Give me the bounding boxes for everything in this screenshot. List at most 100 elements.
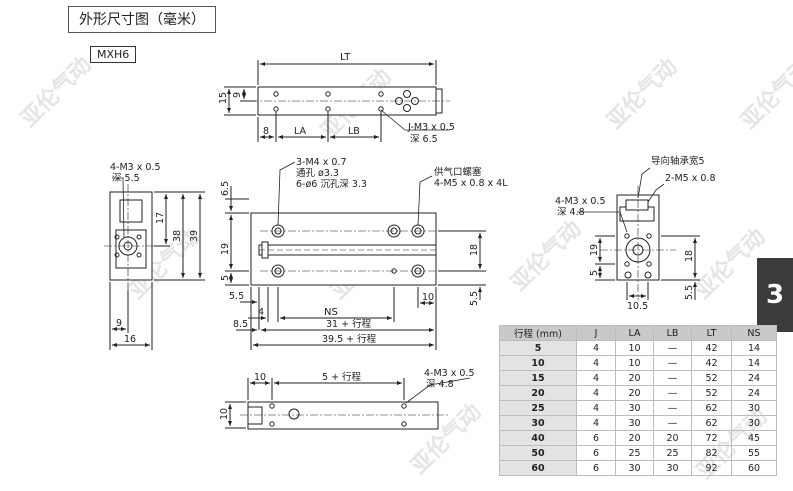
side-view (104, 177, 205, 350)
col-header: LB (653, 325, 692, 341)
dim-6-5: 6.5 (220, 181, 231, 196)
table-cell: 30 (731, 415, 777, 431)
table-cell: 25 (615, 445, 654, 461)
dim-5: 5 (220, 275, 231, 281)
table-cell: 52 (691, 370, 732, 386)
watermark: 亚伦气动 (736, 54, 793, 135)
dim-9: 9 (232, 92, 243, 98)
table-row: 50 6 25 25 82 55 (499, 445, 777, 461)
table-row: 60 6 30 30 92 60 (499, 460, 777, 476)
table-cell: 6 (576, 445, 616, 461)
watermark: 亚伦气动 (506, 216, 587, 297)
table-cell: 30 (615, 460, 654, 476)
bottom-thread: 4-M3 x 0.5 (424, 368, 474, 379)
table-cell: 4 (576, 385, 616, 401)
end-view (577, 167, 700, 300)
table-row: 40 6 20 20 72 45 (499, 430, 777, 446)
table-cell: — (653, 355, 692, 371)
table-cell: 30 (653, 460, 692, 476)
table-cell: — (653, 340, 692, 356)
table-cell: 6 (576, 460, 616, 476)
dim-9: 9 (116, 318, 122, 329)
table-cell: — (653, 385, 692, 401)
table-cell: 25 (653, 445, 692, 461)
dim-15: 15 (218, 92, 229, 104)
dim-stroke-5: 5 + 行程 (322, 371, 362, 383)
table-cell: 20 (653, 430, 692, 446)
port-spec-2: 4-M5 x 0.8 x 4L (434, 178, 508, 189)
table-cell: 30 (499, 415, 577, 431)
table-cell: 4 (576, 355, 616, 371)
table-cell: 20 (615, 430, 654, 446)
table-cell: 4 (576, 340, 616, 356)
table-cell: 40 (499, 430, 577, 446)
holes-spec-3: 6-ø6 沉孔深 3.3 (296, 179, 367, 190)
dim-5-end: 5 (589, 270, 600, 276)
col-header: 行程 (mm) (499, 325, 577, 341)
table-cell: 25 (499, 400, 577, 416)
dim-10-5: 10.5 (627, 301, 648, 312)
dim-5-5-right: 5.5 (469, 291, 480, 306)
table-cell: 30 (615, 415, 654, 431)
table-cell: 62 (691, 415, 732, 431)
table-cell: 10 (615, 340, 654, 356)
dim-lb: LB (348, 126, 360, 137)
table-cell: — (653, 415, 692, 431)
table-cell: 24 (731, 370, 777, 386)
table-header-row: 行程 (mm) J LA LB LT NS (499, 325, 777, 341)
holes-spec-1: 3-M4 x 0.7 (296, 157, 346, 168)
dim-lt: LT (340, 52, 351, 63)
dim-38: 38 (172, 230, 183, 242)
table-cell: 82 (691, 445, 732, 461)
table-cell: 10 (615, 355, 654, 371)
col-header: LA (615, 325, 654, 341)
table-cell: 30 (615, 400, 654, 416)
table-cell: — (653, 370, 692, 386)
table-cell: 30 (731, 400, 777, 416)
top-view (224, 60, 450, 142)
dim-16: 16 (124, 334, 136, 345)
dim-stroke-31: 31 + 行程 (326, 318, 372, 330)
table-row: 20 4 20 — 52 24 (499, 385, 777, 401)
bottom-view (225, 377, 471, 430)
table-cell: 4 (576, 415, 616, 431)
dim-10-vertical: 10 (219, 408, 230, 420)
table-row: 15 4 20 — 52 24 (499, 370, 777, 386)
table-row: 30 4 30 — 62 30 (499, 415, 777, 431)
thread-j: J-M3 x 0.5 (407, 122, 455, 133)
dim-39: 39 (189, 230, 200, 242)
chapter-tab: 3 (757, 258, 793, 332)
table-cell: 20 (615, 385, 654, 401)
table-cell: 14 (731, 340, 777, 356)
thread-j-depth: 深 6.5 (410, 134, 438, 145)
dim-stroke-39-5: 39.5 + 行程 (322, 333, 377, 345)
table-cell: 60 (731, 460, 777, 476)
table-cell: 15 (499, 370, 577, 386)
table-cell: 20 (615, 370, 654, 386)
bottom-depth: 深 4.8 (426, 379, 454, 390)
dim-ns: NS (324, 307, 338, 318)
dim-4: 4 (258, 307, 264, 318)
model-tag: MXH6 (90, 46, 137, 63)
table-cell: 50 (499, 445, 577, 461)
table-cell: 20 (499, 385, 577, 401)
table-row: 5 4 10 — 42 14 (499, 340, 777, 356)
dim-19: 19 (220, 243, 231, 255)
col-header: LT (691, 325, 732, 341)
end-depth: 深 4.8 (557, 207, 585, 218)
table-cell: 5 (499, 340, 577, 356)
table-cell: 42 (691, 340, 732, 356)
end-port: 2-M5 x 0.8 (665, 173, 715, 184)
side-thread: 4-M3 x 0.5 (110, 162, 160, 173)
front-view (225, 161, 486, 350)
table-cell: 45 (731, 430, 777, 446)
dim-19-end: 19 (589, 244, 600, 256)
table-cell: 10 (499, 355, 577, 371)
table-row: 25 4 30 — 62 30 (499, 400, 777, 416)
top-end-bolts (395, 90, 419, 112)
dimension-table: 行程 (mm) J LA LB LT NS 5 4 10 — 42 14 10 … (499, 325, 777, 476)
dim-5-5-left: 5.5 (229, 291, 244, 302)
table-cell: 62 (691, 400, 732, 416)
dim-18-end: 18 (684, 250, 695, 262)
dim-18: 18 (469, 244, 480, 256)
